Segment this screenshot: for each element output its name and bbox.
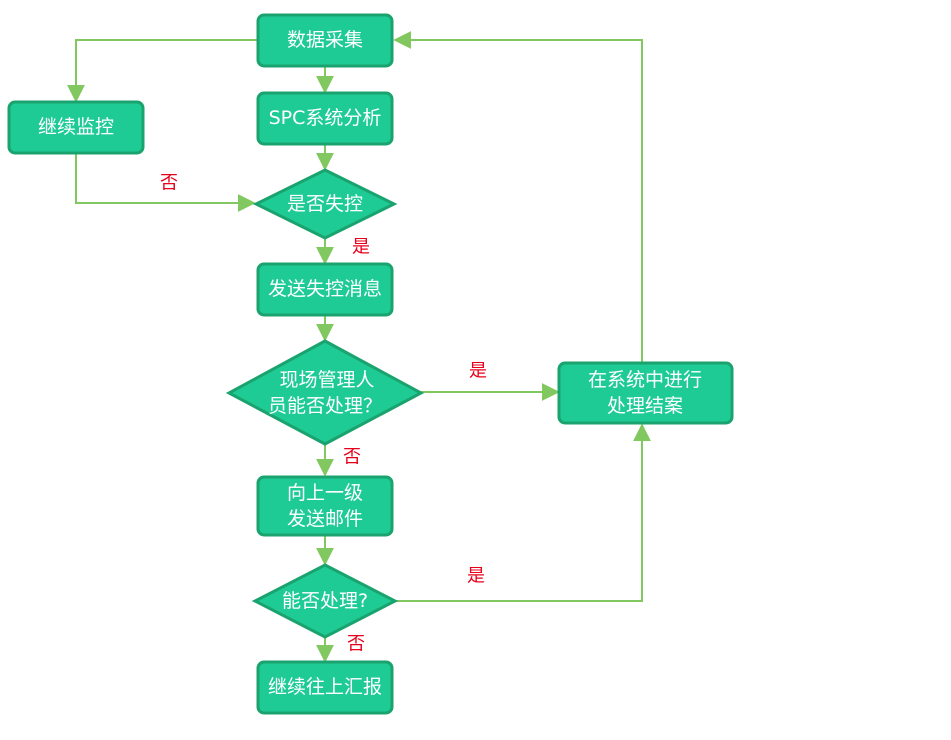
node-email-up: [256, 475, 394, 537]
node-site-manager-decision: [225, 339, 425, 446]
label-send-alert: 发送失控消息: [268, 278, 382, 300]
node-can-handle-decision: [251, 563, 399, 639]
label-data-collection: 数据采集: [287, 29, 363, 51]
edge-label-no-can-handle: 否: [347, 634, 365, 655]
label-site-manager-line1: 现场管理人: [279, 369, 374, 391]
node-data-collection: [256, 13, 394, 68]
label-out-of-control: 是否失控: [287, 193, 363, 215]
label-can-handle: 能否处理?: [282, 590, 368, 612]
label-email-up-line2: 发送邮件: [287, 508, 363, 530]
node-out-of-control-decision: [252, 168, 398, 240]
edge-label-no-site-manager: 否: [343, 447, 361, 468]
node-spc-analysis: [256, 91, 394, 146]
edge-label-no-monitor: 否: [160, 173, 178, 194]
edge-close-to-collection: [393, 31, 643, 362]
node-continue-monitor: [7, 100, 145, 155]
node-close-in-system: [557, 361, 734, 425]
label-close-line1: 在系统中进行: [588, 369, 702, 391]
edge-label-yes-out-of-control: 是: [352, 237, 370, 258]
edge-canhandle-to-close: [395, 423, 651, 602]
edge-collection-to-monitor: [67, 39, 257, 103]
node-send-alert: [256, 262, 394, 317]
label-continue-monitor: 继续监控: [38, 116, 114, 138]
label-email-up-line1: 向上一级: [287, 482, 363, 504]
label-report-up: 继续往上汇报: [268, 676, 382, 698]
edge-label-yes-can-handle: 是: [467, 566, 485, 587]
edge-label-yes-site-manager: 是: [469, 361, 487, 382]
edge-monitor-to-decision: [75, 154, 256, 212]
label-close-line2: 处理结案: [607, 395, 683, 417]
node-report-up: [256, 660, 394, 715]
label-site-manager-line2: 员能否处理？: [268, 395, 382, 417]
label-spc-analysis: SPC系统分析: [269, 107, 382, 129]
